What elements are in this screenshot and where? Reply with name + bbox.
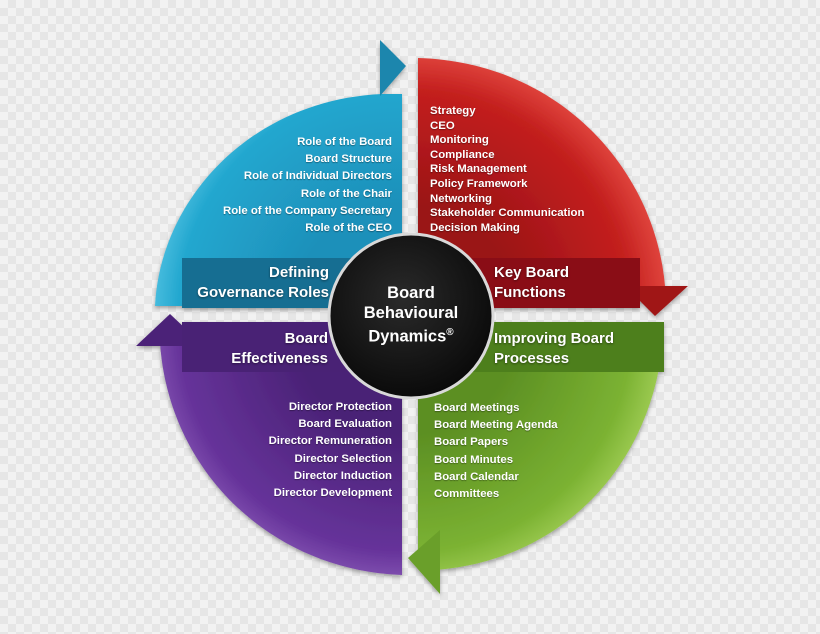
red-arrow-head [625,286,688,316]
registered-mark: ® [446,327,454,338]
list-item: Director Induction [293,469,392,482]
board-processes-title: Improving Board Processes [494,330,615,367]
board-effectiveness-title: Board Effectiveness [231,330,328,367]
list-item: Board Structure [305,153,392,166]
list-item: Risk Management [430,163,527,176]
board-effectiveness-list: Director Protection Board Evaluation Dir… [200,399,392,502]
key-functions-title: Key Board Functions [494,264,570,301]
green-quadrant-shape [418,322,664,570]
list-item: Role of the CEO [305,222,392,235]
center-circle [327,232,495,400]
center-title-line1: Board [387,284,435,302]
list-item: Role of Individual Directors [243,170,392,183]
list-item: Director Selection [294,452,392,465]
list-item: Role of the Company Secretary [222,204,392,217]
list-item: Decision Making [430,221,520,234]
list-item: Director Remuneration [268,435,392,448]
list-item: Board Calendar [434,470,519,483]
center-title-line3: Dynamics® [368,327,454,346]
list-item: Board Evaluation [298,418,392,431]
blue-quadrant-shape [155,94,402,306]
list-item: CEO [430,119,455,132]
purple-quadrant-shape [160,322,402,575]
list-item: Monitoring [430,134,489,147]
list-item: Stakeholder Communication [430,207,585,220]
list-item: Board Meeting Agenda [434,419,558,432]
green-arrow-head [408,530,440,594]
list-item: Policy Framework [430,177,528,190]
governance-roles-title: Defining Governance Roles [197,264,329,301]
list-item: Director Protection [288,401,392,413]
list-item: Director Development [273,487,392,500]
center-title: Board Behavioural Dynamics® [336,283,486,347]
list-item: Committees [434,488,500,501]
list-item: Networking [430,192,493,205]
red-quadrant-shape [418,58,665,306]
key-functions-list: Strategy CEO Monitoring Compliance Risk … [430,104,630,235]
governance-roles-list: Role of the Board Board Structure Role o… [190,134,392,237]
list-item: Role of the Board [297,136,392,148]
blue-arrow-head [380,40,406,96]
list-item: Board Papers [434,436,509,449]
board-processes-list: Board Meetings Board Meeting Agenda Boar… [434,400,634,503]
list-item: Board Minutes [434,453,514,466]
list-item: Role of the Chair [300,187,392,200]
center-title-line2: Behavioural [363,304,459,322]
list-item: Board Meetings [434,402,520,414]
list-item: Compliance [430,148,495,161]
list-item: Strategy [430,105,476,117]
